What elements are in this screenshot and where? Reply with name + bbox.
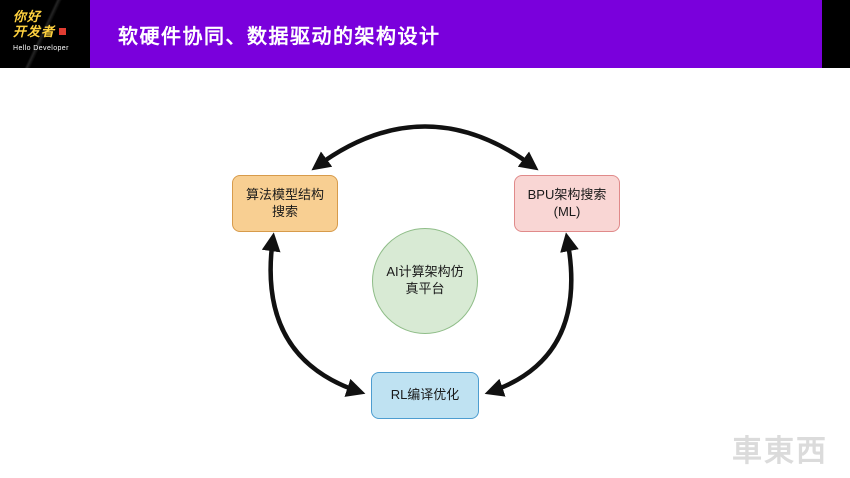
node-bpu-label: BPU架构搜索(ML) <box>527 186 607 219</box>
arrow-left-bidirectional <box>261 232 366 397</box>
node-ai-simulation-platform: AI计算架构仿真平台 <box>372 228 478 334</box>
arrow-right-bidirectional <box>484 232 579 397</box>
hello-developer-logo: 你好 开发者 Hello Developer <box>0 0 90 68</box>
node-platform-label: AI计算架构仿真平台 <box>386 264 464 296</box>
logo-text-row2: 开发者 <box>13 24 90 39</box>
node-rl-label: RL编译优化 <box>390 387 460 403</box>
node-algorithm-label: 算法模型结构搜索 <box>245 186 324 219</box>
architecture-diagram: 算法模型结构搜索 BPU架构搜索(ML) RL编译优化 AI计算架构仿真平台 <box>0 68 850 478</box>
node-rl-compile-optimization: RL编译优化 <box>371 372 479 419</box>
node-algorithm-model-structure-search: 算法模型结构搜索 <box>232 175 338 232</box>
logo-text-line2: 开发者 <box>13 24 56 39</box>
logo-subtitle: Hello Developer <box>13 45 69 52</box>
header: 你好 开发者 Hello Developer 软硬件协同、数据驱动的架构设计 <box>0 0 850 68</box>
node-bpu-architecture-search: BPU架构搜索(ML) <box>514 175 620 232</box>
logo-red-badge-icon <box>59 28 67 35</box>
slide-title: 软硬件协同、数据驱动的架构设计 <box>118 25 441 48</box>
header-title-bar: 软硬件协同、数据驱动的架构设计 <box>90 0 822 68</box>
arrow-top-bidirectional <box>311 124 539 171</box>
logo-text-line1: 你好 <box>13 9 42 24</box>
watermark: 車東西 <box>732 435 828 468</box>
